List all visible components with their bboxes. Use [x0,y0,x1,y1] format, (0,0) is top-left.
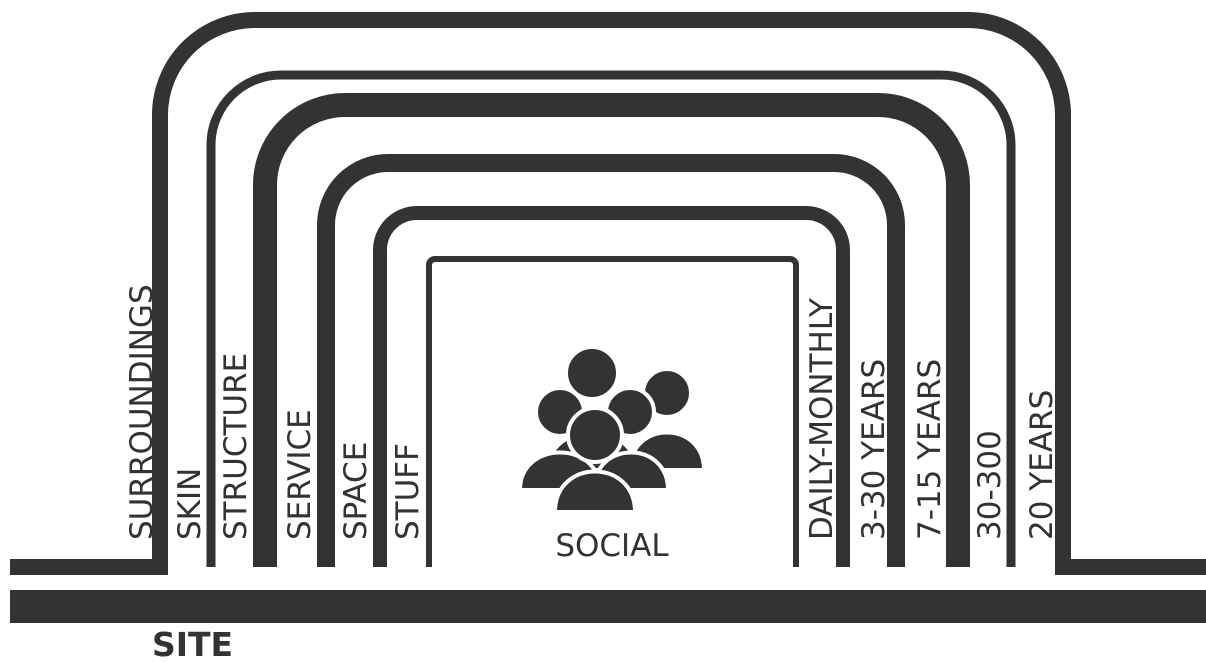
label-3-30-years: 3-30 YEARS [856,359,892,540]
surroundings-arch [10,11,1206,575]
label-space: SPACE [338,442,374,540]
label-site: SITE [152,625,233,662]
site-base [10,590,1206,623]
label-7-15-years: 7-15 YEARS [912,359,948,540]
service-arch [317,154,905,567]
skin-arch [206,70,1016,567]
label-daily-monthly: DAILY-MONTHLY [804,298,840,540]
stuff-room [426,256,799,567]
label-20-years: 20 YEARS [1024,390,1060,540]
space-arch [373,206,850,567]
people-group-icon [517,345,707,514]
label-social: SOCIAL [555,528,669,564]
label-surroundings: SURROUNDINGS [124,284,160,540]
label-30-300: 30-300 [972,430,1008,540]
label-service: SERVICE [282,409,318,540]
label-skin: SKIN [172,468,208,540]
label-structure: STRUCTURE [218,353,254,540]
label-stuff: STUFF [390,443,426,540]
structure-arch [253,93,970,567]
